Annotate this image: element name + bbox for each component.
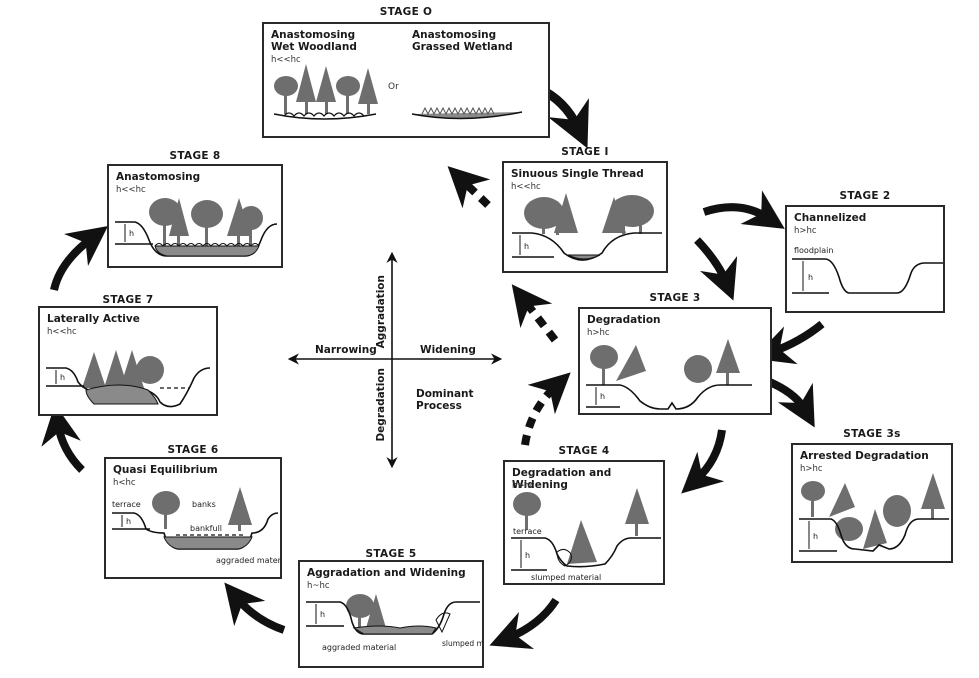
arrow-4-to-3-dashed — [521, 372, 571, 446]
stage-6-box: Quasi Equilibrium h<hc terrace banks ban… — [104, 457, 282, 579]
stage-1-label: STAGE I — [561, 146, 609, 158]
h-label: h — [525, 551, 530, 560]
stage-6-title: Quasi Equilibrium — [113, 464, 218, 476]
tree-icon — [513, 488, 649, 564]
stage-7-label: STAGE 7 — [102, 294, 154, 306]
stage-4-label: STAGE 4 — [558, 445, 610, 457]
stage-3s-illustration: h — [799, 473, 949, 552]
stage-5-box: Aggradation and Widening h~hc h aggraded… — [298, 560, 484, 668]
arrow-1-to-0-dashed — [447, 166, 491, 209]
tree-icon — [801, 473, 945, 549]
h-label: h — [126, 517, 131, 526]
stage-3-illustration: h — [586, 339, 752, 410]
stage-5-illustration: h aggraded material slumped material — [306, 594, 482, 652]
h-label: h — [60, 373, 65, 382]
tree-icon — [274, 64, 378, 114]
h-label: h — [808, 273, 813, 282]
h-label: h — [813, 532, 818, 541]
stage-4-title: Degradation and Widening — [512, 467, 612, 491]
stage-2-title: Channelized — [794, 212, 867, 224]
stage-1-title: Sinuous Single Thread — [511, 168, 644, 180]
tree-icon — [524, 193, 654, 235]
stage-3s-box: Arrested Degradation h>hc h — [791, 443, 953, 563]
stage-2-condition: h>hc — [794, 226, 817, 236]
arrow-5-to-6 — [224, 582, 286, 634]
arrow-1-to-2 — [702, 190, 785, 229]
dominant-process-label: Dominant Process — [416, 388, 474, 412]
arrow-7-to-8 — [50, 225, 108, 291]
stage-3-label: STAGE 3 — [649, 292, 701, 304]
arrow-3-to-1-dashed — [511, 284, 559, 343]
arrow-2-to-3 — [753, 320, 825, 365]
stage-1-condition: h<<hc — [511, 182, 541, 192]
floodplain-label: floodplain — [794, 246, 833, 255]
stage-3-condition: h>hc — [587, 328, 610, 338]
stage-7-box: Laterally Active h<<hc h — [38, 306, 218, 416]
stage-4-box: Degradation and Widening h>hc terrace h … — [503, 460, 665, 585]
stage-7-condition: h<<hc — [47, 327, 77, 337]
stage-8-condition: h<<hc — [116, 185, 146, 195]
stage-7-title: Laterally Active — [47, 313, 140, 325]
h-label: h — [320, 610, 325, 619]
stage-4-condition: h>hc — [512, 481, 535, 491]
h-label: h — [524, 242, 529, 251]
stage-0-title-a: Anastomosing Wet Woodland — [271, 29, 357, 53]
stage-2-illustration: floodplain h — [792, 246, 943, 294]
stage-0-illustration — [273, 64, 523, 120]
stage-0-label: STAGE O — [379, 6, 433, 18]
stage-8-box: Anastomosing h<<hc h — [107, 164, 283, 268]
stage-5-title: Aggradation and Widening — [307, 567, 466, 579]
arrow-1-to-3 — [694, 237, 738, 301]
stage-8-illustration: h — [115, 198, 278, 257]
stage-3s-label: STAGE 3s — [843, 428, 901, 440]
stage-1-box: Sinuous Single Thread h<<hc h — [502, 161, 668, 273]
stage-5-condition: h~hc — [307, 581, 330, 591]
arrow-3-to-4 — [681, 429, 726, 494]
stage-3s-title: Arrested Degradation — [800, 450, 929, 462]
stage-2-label: STAGE 2 — [839, 190, 891, 202]
bankfull-label: bankfull — [190, 524, 222, 533]
terrace-label: terrace — [112, 500, 141, 509]
stage-0-box: Anastomosing Wet Woodland h<<hc Anastomo… — [262, 22, 550, 138]
stage-5-label: STAGE 5 — [365, 548, 417, 560]
slumped-material-label: slumped material — [531, 573, 601, 582]
stage-2-box: Channelized h>hc floodplain h — [785, 205, 945, 313]
terrace-label: terrace — [513, 527, 542, 536]
banks-label: banks — [192, 500, 216, 509]
axis-label-widening: Widening — [420, 344, 476, 356]
arrow-4-to-5 — [489, 597, 560, 649]
stage-0-title-b: Anastomosing Grassed Wetland — [412, 29, 513, 53]
h-label: h — [129, 229, 134, 238]
stage-7-illustration: h — [46, 350, 211, 408]
stage-3-box: Degradation h>hc h — [578, 307, 772, 415]
stage-8-title: Anastomosing — [116, 171, 201, 183]
axis-label-aggradation: Aggradation — [375, 275, 387, 349]
stage-6-condition: h<hc — [113, 478, 136, 488]
stage-3-title: Degradation — [587, 314, 661, 326]
aggraded-material-label: aggraded material — [322, 643, 396, 652]
aggraded-material-label: aggraded material — [216, 556, 280, 565]
stage-1-illustration: h — [512, 193, 662, 261]
stage-3s-condition: h>hc — [800, 464, 823, 474]
tree-icon — [149, 198, 263, 246]
tree-icon — [590, 339, 740, 385]
stage-6-label: STAGE 6 — [167, 444, 219, 456]
stage-6-illustration: terrace banks bankfull h aggraded materi… — [112, 487, 280, 565]
stage-8-label: STAGE 8 — [169, 150, 221, 162]
stage-0-or: Or — [388, 82, 399, 92]
axis-label-degradation: Degradation — [375, 368, 387, 442]
h-label: h — [600, 392, 605, 401]
tree-icon — [152, 487, 252, 531]
arrow-6-to-7 — [41, 404, 85, 473]
axis-label-narrowing: Narrowing — [315, 344, 377, 356]
stage-0-condition: h<<hc — [271, 55, 301, 65]
stage-4-illustration: terrace h slumped material — [511, 488, 661, 582]
slumped-material-label: slumped material — [442, 639, 482, 648]
